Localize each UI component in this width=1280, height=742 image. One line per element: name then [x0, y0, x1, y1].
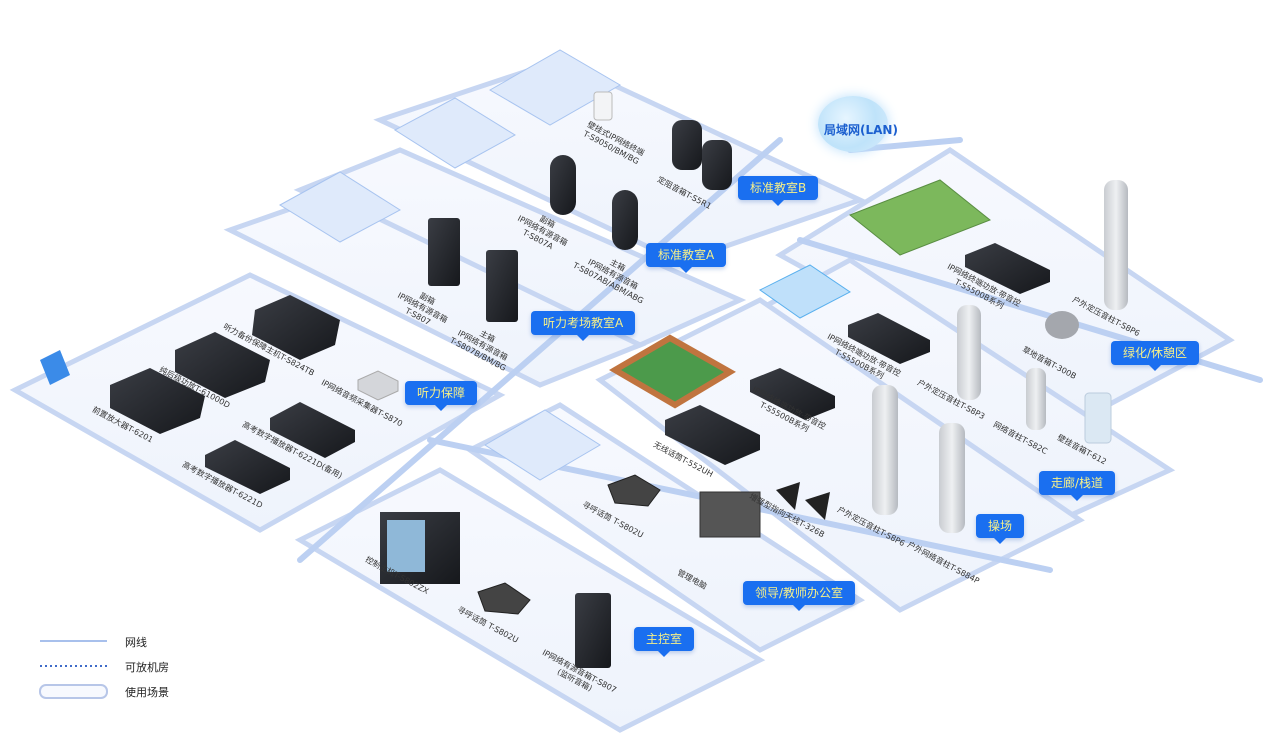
callout-listening-support[interactable]: 听力保障: [405, 381, 478, 411]
paging-mic-control-device: [477, 582, 531, 615]
sub-speaker-device: [428, 218, 460, 286]
classroom-a-illustration: [394, 97, 516, 169]
lan-label: 局域网(LAN): [824, 123, 898, 137]
main-speaker-device: [486, 250, 518, 322]
fixed-speaker-device: [672, 120, 702, 170]
monitor-speaker-device: [575, 593, 611, 668]
office-illustration: [484, 409, 601, 481]
ip-amp-device-1: [965, 243, 1050, 294]
exam-player-backup-device: [270, 402, 355, 458]
exam-player-device: [205, 440, 290, 494]
mgmt-pc-device: [699, 491, 761, 538]
antenna-device-1: [776, 482, 800, 510]
control-host-screen: [387, 520, 425, 572]
listening-host-device: [252, 295, 340, 360]
ip-amp-device-2: [848, 313, 930, 364]
server-icons-left: [40, 350, 70, 385]
network-column-device: [1026, 368, 1046, 430]
callout-office[interactable]: 领导/教师办公室: [743, 581, 856, 611]
wall-speaker-device: [1084, 392, 1112, 444]
callout-control-room[interactable]: 主控室: [634, 627, 695, 657]
devices: [40, 91, 1128, 668]
outdoor-net-column-device: [939, 423, 965, 533]
classroom-illustrations: [279, 49, 991, 481]
lan-trunk-2: [297, 137, 783, 563]
sub-speaker-a-device: [550, 155, 576, 215]
stadium-illustration: [609, 334, 736, 409]
callout-standard-classroom-a[interactable]: 标准教室A: [646, 243, 727, 273]
platform-listening-support: [9, 272, 506, 533]
park-illustration: [849, 179, 991, 256]
fixed-speaker-device-2: [702, 140, 732, 190]
power-amp-device: [175, 332, 270, 398]
legend-label-machine-room: 可放机房: [125, 661, 169, 674]
ip-amp-device-3: [750, 368, 835, 420]
callout-listening-exam-room-a[interactable]: 听力考场教室A: [531, 311, 636, 341]
platform-classroom-b: [373, 57, 867, 265]
classroom-b-illustration: [489, 49, 621, 126]
lawn-speaker-device: [1045, 311, 1079, 339]
outdoor-column-sp3-device: [957, 305, 981, 400]
exam-classroom-illustration: [279, 171, 401, 243]
legend-platform: [39, 684, 108, 699]
legend-label-scene: 使用场景: [125, 686, 169, 699]
callout-green-rest-area[interactable]: 绿化/休憩区: [1111, 341, 1200, 371]
callout-playground[interactable]: 操场: [976, 514, 1025, 544]
callout-standard-classroom-b[interactable]: 标准教室B: [738, 176, 819, 206]
wireless-mic-device: [665, 405, 760, 465]
outdoor-column-sp6b-device: [872, 385, 898, 515]
outdoor-column-sp6-device: [1104, 180, 1128, 310]
legend-label-cable: 网线: [125, 636, 147, 649]
wall-terminal-device: [593, 91, 613, 121]
legend-graphics: [39, 640, 108, 699]
lan-globe-icon: [818, 96, 888, 152]
preamp-device: [110, 368, 205, 434]
ip-gateway-device: [357, 370, 399, 401]
corridor-illustration: [759, 264, 851, 319]
callout-corridor[interactable]: 走廊/栈道: [1039, 471, 1116, 501]
paging-mic-office-device: [607, 474, 661, 507]
antenna-device-2: [805, 492, 830, 520]
main-speaker-a-device: [612, 190, 638, 250]
